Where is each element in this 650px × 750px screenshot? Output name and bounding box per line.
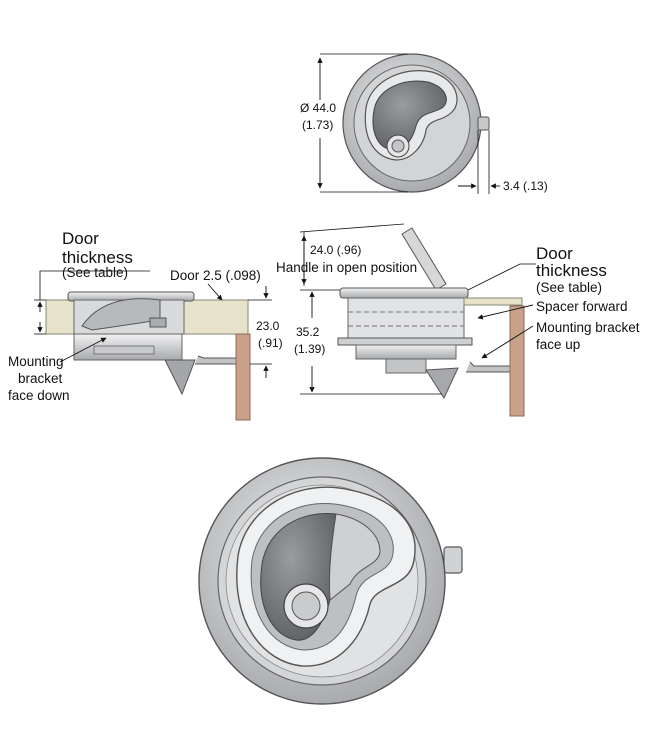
diameter-in-label: (1.73) xyxy=(302,118,333,132)
front-view xyxy=(198,457,463,705)
bracket-note-left-l2: bracket xyxy=(18,371,63,386)
mounting-bracket-left xyxy=(235,333,251,421)
bracket-note-left-l1: Mounting xyxy=(8,354,64,369)
bracket-note-right-l1: Mounting bracket xyxy=(536,320,640,335)
door-thickness-right-l1: Door xyxy=(536,244,573,263)
height-left-mm: 23.0 xyxy=(256,319,280,333)
latch-top-icon xyxy=(342,53,490,193)
door-thickness-title-l2: thickness xyxy=(62,248,133,267)
bracket-note-right-l2: face up xyxy=(536,337,580,352)
door-dimension-label: Door 2.5 (.098) xyxy=(170,268,261,283)
bracket-note-left-l3: face down xyxy=(8,388,70,403)
diameter-mm-label: Ø 44.0 xyxy=(300,101,336,115)
door-thickness-title-l1: Door xyxy=(62,229,99,248)
see-table-note-left: (See table) xyxy=(62,265,128,280)
left-side-view: Door thickness (See table) Door 2.5 (.09… xyxy=(8,229,283,421)
height-right-mm: 35.2 xyxy=(296,325,320,339)
height-left-in: (.91) xyxy=(258,336,283,350)
handle-open-icon xyxy=(401,227,447,291)
right-side-view: 24.0 (.96) Handle in open position 35.2 … xyxy=(276,223,640,417)
door-thickness-right-l2: thickness xyxy=(536,261,607,280)
handle-dimension-label: 24.0 (.96) xyxy=(310,243,361,257)
latch-front-icon xyxy=(198,457,463,705)
top-view: Ø 44.0 (1.73) 3.4 (.13) xyxy=(300,53,548,194)
see-table-note-right: (See table) xyxy=(536,280,602,295)
handle-open-note: Handle in open position xyxy=(276,260,417,275)
offset-label: 3.4 (.13) xyxy=(503,179,548,193)
mounting-bracket-right xyxy=(509,305,525,417)
height-right-in: (1.39) xyxy=(294,342,325,356)
door-panel-right xyxy=(463,297,523,306)
latch-side-left-icon xyxy=(67,291,239,396)
spacer-note: Spacer forward xyxy=(536,299,628,314)
